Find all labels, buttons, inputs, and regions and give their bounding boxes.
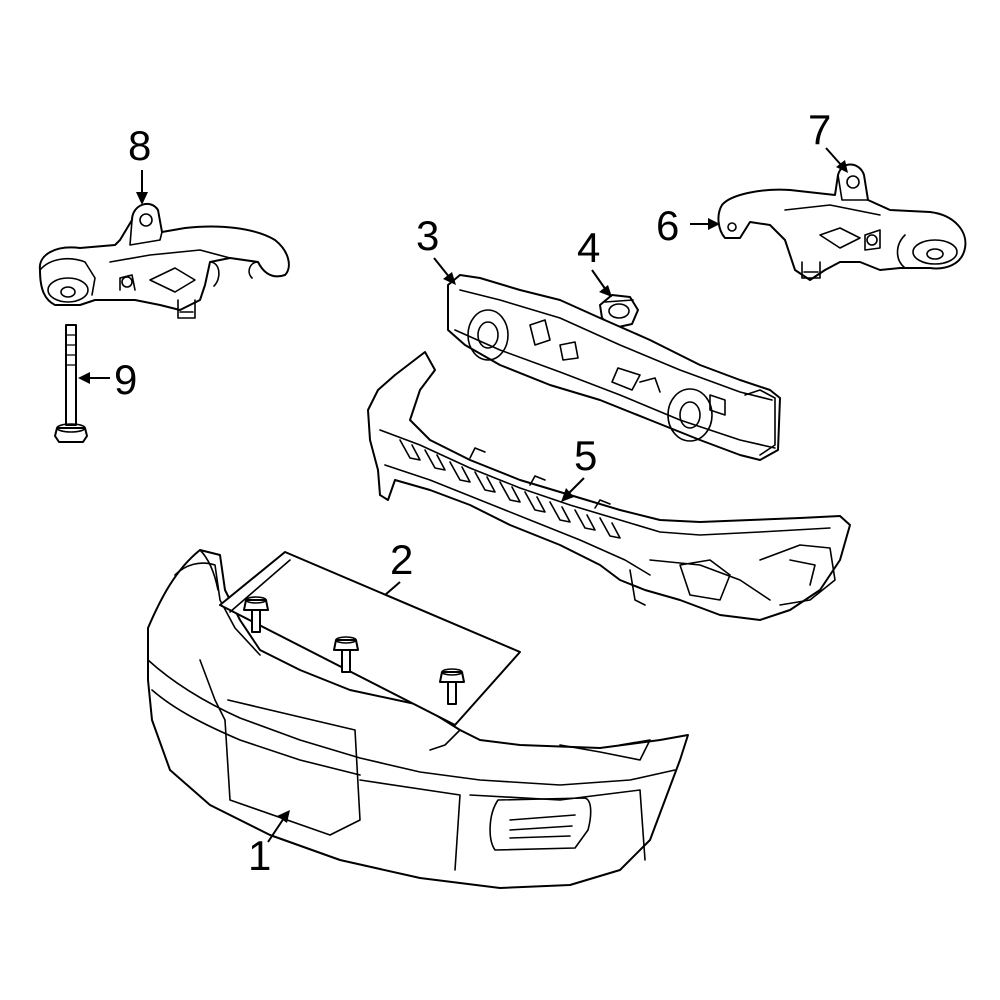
callout-2[interactable]: 2 — [390, 536, 413, 583]
callout-9[interactable]: 9 — [114, 356, 137, 403]
part-6-7-right-bracket[interactable] — [717, 163, 967, 281]
part-9-bolt[interactable] — [54, 324, 88, 443]
callout-3[interactable]: 3 — [416, 212, 439, 259]
part-4-nut[interactable] — [599, 294, 639, 329]
callout-8[interactable]: 8 — [128, 122, 151, 169]
callout-1[interactable]: 1 — [248, 832, 271, 879]
part-5-absorber[interactable] — [367, 351, 851, 621]
part-3-reinforcement[interactable] — [447, 274, 781, 461]
callout-6[interactable]: 6 — [656, 202, 679, 249]
callouts: 1 2 3 4 5 6 7 8 9 — [114, 106, 831, 879]
screw-2 — [333, 636, 359, 673]
part-2-plate-bracket[interactable] — [219, 551, 521, 726]
callout-5[interactable]: 5 — [574, 432, 597, 479]
screw-1 — [243, 596, 269, 633]
screw-3 — [439, 668, 465, 705]
leader-lines — [78, 147, 848, 843]
part-8-left-bracket[interactable] — [38, 202, 290, 319]
callout-7[interactable]: 7 — [808, 106, 831, 153]
callout-4[interactable]: 4 — [577, 224, 600, 271]
